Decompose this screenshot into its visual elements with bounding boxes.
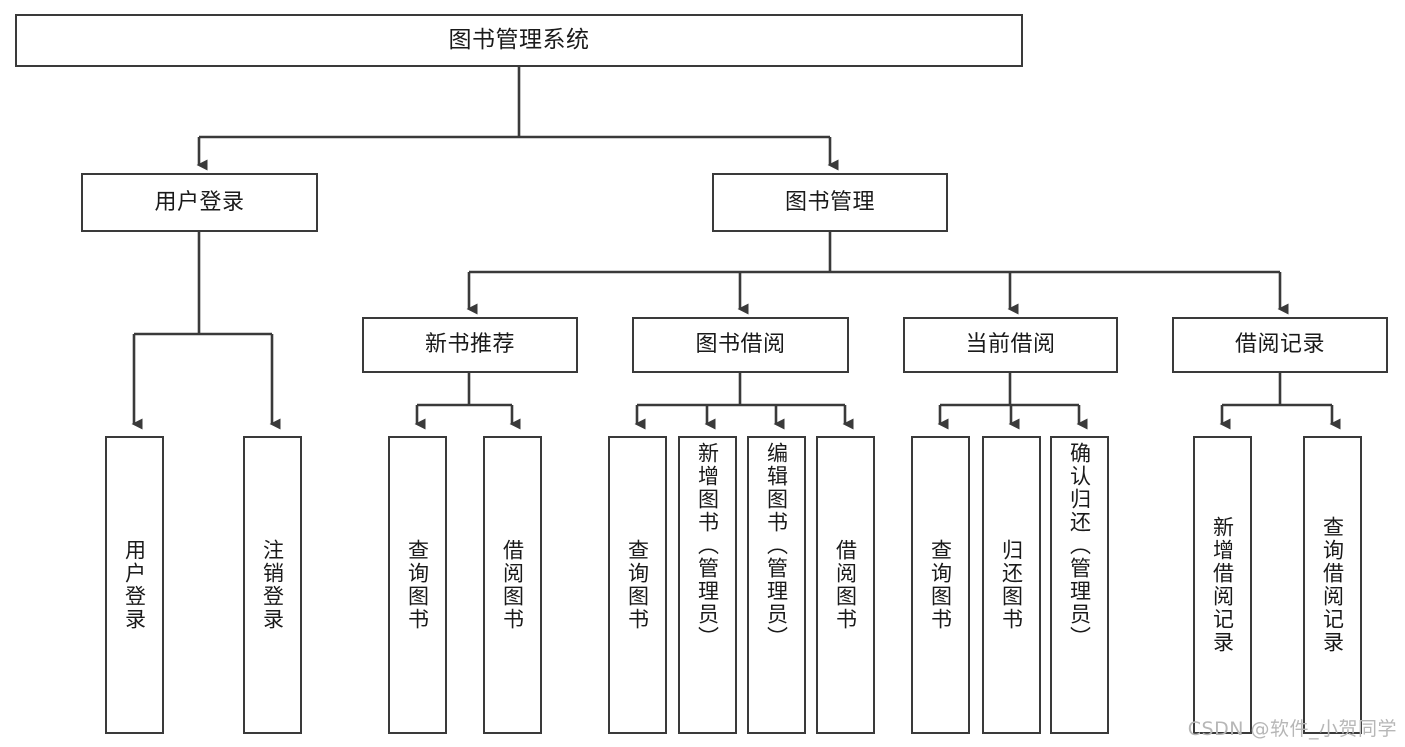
- node-label: 图书管理系统: [448, 27, 590, 54]
- node-label: 查询图书: [625, 539, 650, 631]
- node-label: 新增借阅记录: [1210, 516, 1235, 654]
- node-label: 借阅记录: [1234, 332, 1325, 358]
- node-root-system[interactable]: 图书管理系统: [15, 14, 1023, 67]
- leaf-add-book[interactable]: 新增图书（管理员）: [678, 436, 737, 734]
- node-label: 图书借阅: [695, 332, 786, 358]
- leaf-user-login[interactable]: 用户登录: [105, 436, 164, 734]
- leaf-query-borrow-record[interactable]: 查询借阅记录: [1303, 436, 1362, 734]
- leaf-query-book-borrow[interactable]: 查询图书: [608, 436, 667, 734]
- node-label: 图书管理: [784, 189, 875, 215]
- node-borrow-record[interactable]: 借阅记录: [1172, 317, 1388, 373]
- leaf-confirm-return[interactable]: 确认归还（管理员）: [1050, 436, 1109, 734]
- node-label: 借阅图书: [833, 539, 858, 631]
- leaf-query-book-current[interactable]: 查询图书: [911, 436, 970, 734]
- node-new-book-recommend[interactable]: 新书推荐: [362, 317, 578, 373]
- leaf-query-book-recommend[interactable]: 查询图书: [388, 436, 447, 734]
- node-label: 查询图书: [405, 539, 430, 631]
- node-label: 编辑图书（管理员）: [764, 442, 789, 649]
- node-label: 注销登录: [260, 539, 285, 631]
- csdn-watermark: CSDN @软件_小贺同学: [1187, 718, 1397, 740]
- node-label: 查询图书: [928, 539, 953, 631]
- node-label: 归还图书: [999, 539, 1024, 631]
- leaf-borrow-book-borrow[interactable]: 借阅图书: [816, 436, 875, 734]
- node-label: 借阅图书: [500, 539, 525, 631]
- node-label: 新增图书（管理员）: [695, 442, 720, 649]
- node-label: 确认归还（管理员）: [1067, 442, 1092, 649]
- node-current-borrow[interactable]: 当前借阅: [903, 317, 1118, 373]
- leaf-return-book[interactable]: 归还图书: [982, 436, 1041, 734]
- node-book-borrow[interactable]: 图书借阅: [632, 317, 849, 373]
- node-label: 当前借阅: [965, 332, 1056, 358]
- node-label: 用户登录: [122, 539, 147, 631]
- node-label: 新书推荐: [424, 332, 515, 358]
- leaf-add-borrow-record[interactable]: 新增借阅记录: [1193, 436, 1252, 734]
- leaf-edit-book[interactable]: 编辑图书（管理员）: [747, 436, 806, 734]
- leaf-borrow-book-recommend[interactable]: 借阅图书: [483, 436, 542, 734]
- leaf-logout[interactable]: 注销登录: [243, 436, 302, 734]
- node-label: 用户登录: [154, 189, 245, 215]
- node-label: 查询借阅记录: [1320, 516, 1345, 654]
- node-user-login[interactable]: 用户登录: [81, 173, 318, 232]
- node-book-manage[interactable]: 图书管理: [712, 173, 948, 232]
